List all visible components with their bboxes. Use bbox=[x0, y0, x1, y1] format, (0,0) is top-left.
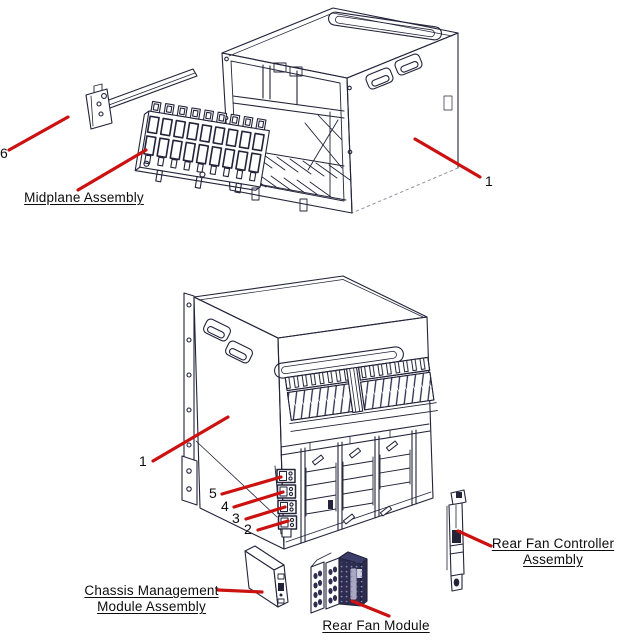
leader-rear-fan-controller bbox=[456, 529, 493, 548]
leader-item-3 bbox=[244, 505, 287, 521]
callout-6: 6 bbox=[0, 145, 8, 161]
rack-flange bbox=[181, 292, 198, 506]
callout-2: 2 bbox=[244, 521, 252, 537]
callout-4: 4 bbox=[221, 498, 229, 514]
bottom-chassis bbox=[193, 275, 438, 550]
callout-3: 3 bbox=[232, 510, 240, 526]
top-chassis bbox=[221, 7, 459, 214]
label-rear-fan-module: Rear Fan Module bbox=[322, 618, 430, 633]
leader-chassis-1-bottom bbox=[151, 415, 230, 463]
label-chassis-management-module: Chassis Management Module Assembly bbox=[83, 583, 220, 615]
callout-5: 5 bbox=[209, 485, 217, 501]
label-rfc-line2: Assembly bbox=[522, 552, 584, 567]
label-cmm-line2: Module Assembly bbox=[97, 599, 206, 614]
rail-part bbox=[85, 68, 198, 130]
label-cmm-line1: Chassis Management bbox=[84, 583, 219, 598]
rear-fan-controller-part bbox=[446, 489, 467, 592]
leader-item-4 bbox=[232, 490, 285, 509]
label-rfc-line1: Rear Fan Controller bbox=[491, 536, 615, 551]
label-rear-fan-controller: Rear Fan Controller Assembly bbox=[489, 536, 617, 568]
callout-1-bottom: 1 bbox=[139, 453, 147, 469]
leader-midplane bbox=[76, 148, 148, 192]
rear-fan-module bbox=[310, 551, 368, 614]
leader-lines bbox=[7, 115, 493, 618]
leader-cmm bbox=[216, 588, 264, 594]
leader-item-5 bbox=[220, 475, 283, 496]
leader-rear-fan-module bbox=[350, 599, 391, 618]
midplane-assembly bbox=[134, 100, 270, 194]
callout-1-top: 1 bbox=[485, 173, 493, 189]
label-midplane-assembly: Midplane Assembly bbox=[24, 190, 144, 205]
leader-item-2 bbox=[256, 519, 290, 532]
leader-rail-6 bbox=[7, 115, 70, 152]
cmm-part bbox=[244, 545, 289, 608]
leader-chassis-1-top bbox=[413, 137, 482, 179]
